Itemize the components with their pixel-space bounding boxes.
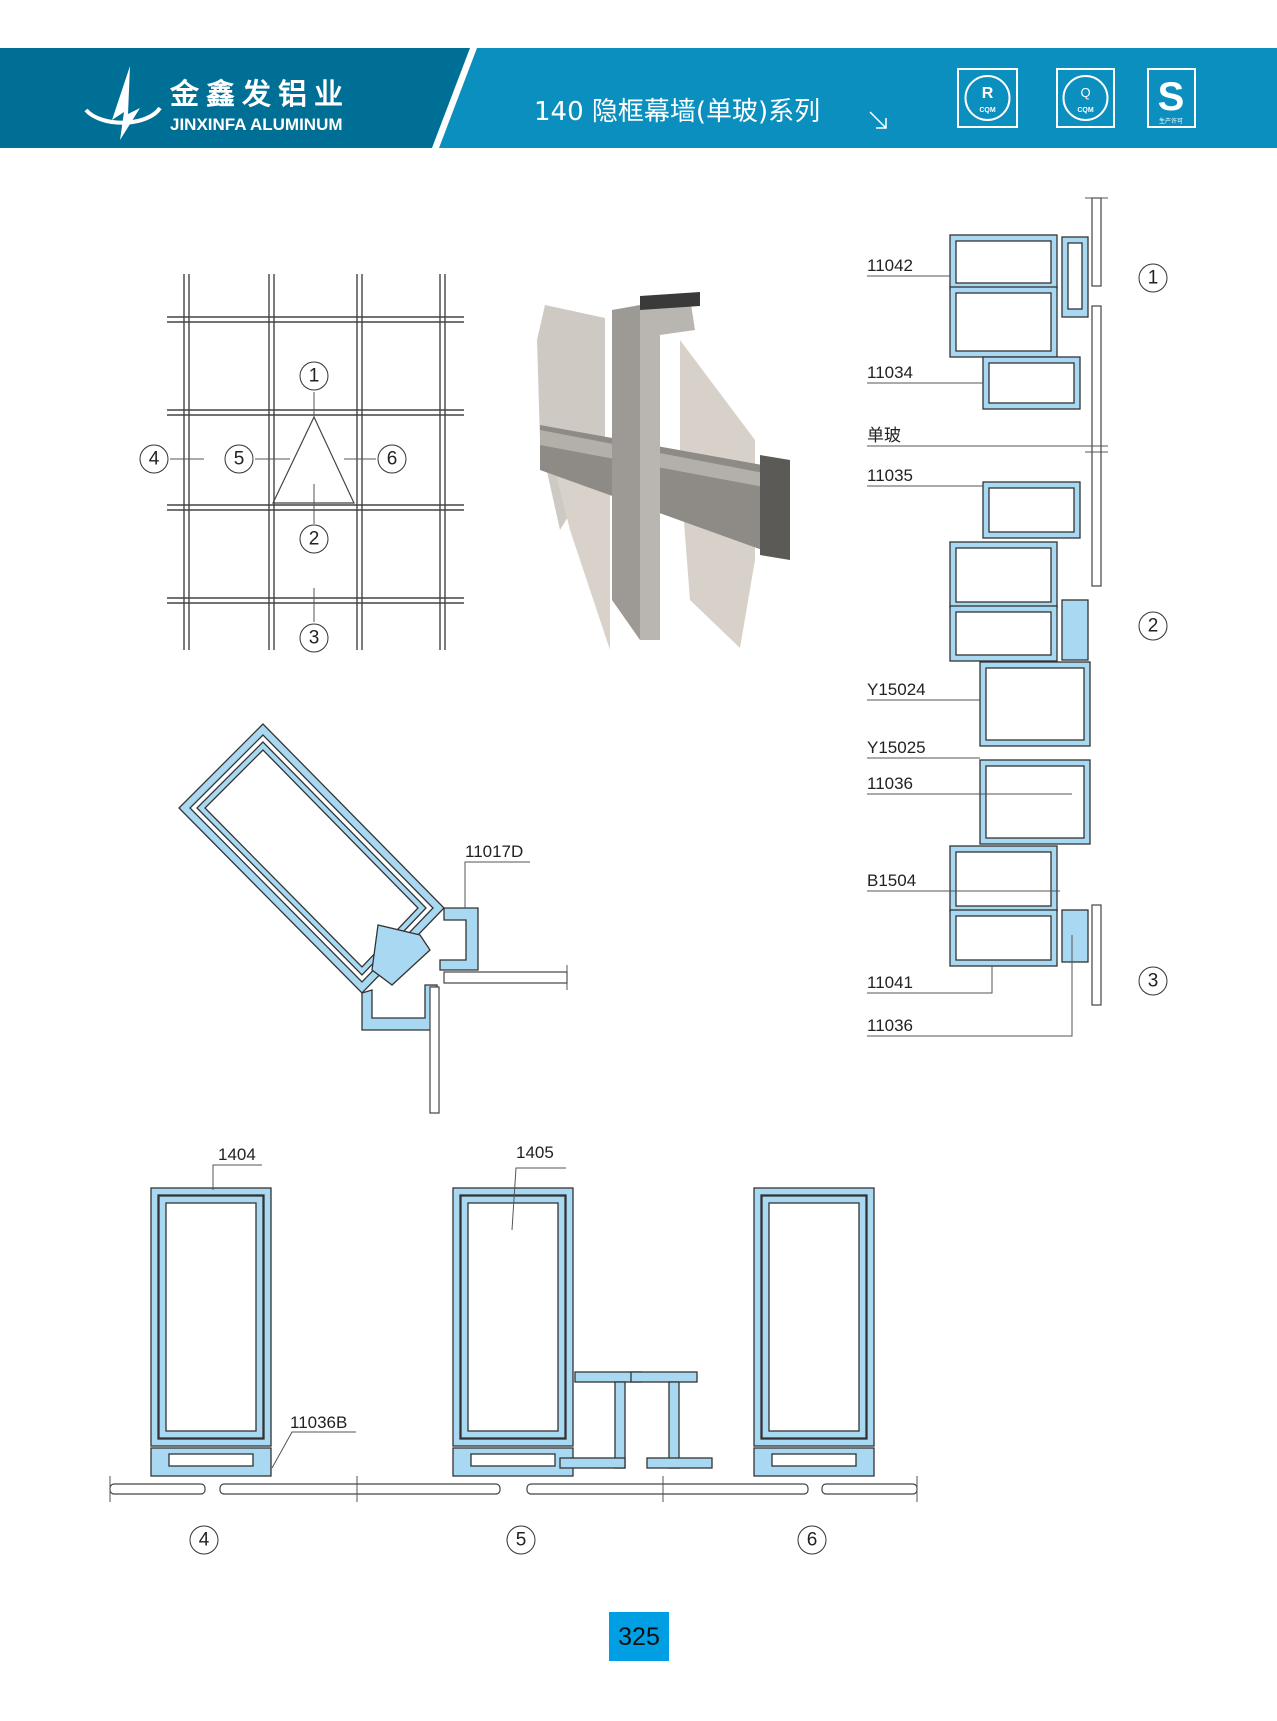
svg-text:4: 4 — [199, 1530, 210, 1551]
marker-1: 1 — [299, 361, 329, 391]
profile-1405-mirror-inner-cavity — [768, 1202, 860, 1432]
marker-3: 3 — [299, 623, 329, 653]
profile-11034-cavity — [988, 362, 1075, 404]
glass-pane — [821, 1483, 918, 1495]
qs-production-license-icon: S 生产许可 — [1147, 68, 1196, 128]
brand-name-en: JINXINFA ALUMINUM — [170, 115, 343, 134]
svg-text:2: 2 — [309, 529, 320, 550]
label-单玻: 单玻 — [867, 426, 901, 446]
glass-clip — [1061, 599, 1089, 661]
horizontal-section-profiles: 1404 1405 11036B — [109, 1143, 918, 1502]
svg-text:生产许可: 生产许可 — [1159, 117, 1183, 125]
profile-Y15025-cavity — [985, 765, 1085, 839]
marker-5: 5 — [224, 444, 254, 474]
label-11042: 11042 — [867, 256, 913, 275]
svg-text:3: 3 — [309, 628, 320, 649]
side-bracket-leg — [668, 1381, 680, 1469]
clip-cavity — [470, 1453, 556, 1467]
marker-5: 5 — [506, 1525, 536, 1555]
svg-text:1: 1 — [1148, 268, 1159, 289]
svg-text:4: 4 — [149, 449, 160, 470]
page-number: 325 — [618, 1623, 660, 1651]
vertical-section-profiles — [949, 197, 1108, 1006]
brand-name-cn: 金鑫发铝业 — [169, 77, 350, 111]
marker-6: 6 — [797, 1525, 827, 1555]
svg-text:CQM: CQM — [979, 107, 996, 114]
side-bracket — [630, 1371, 698, 1383]
clip-cavity — [168, 1453, 254, 1467]
svg-text:S: S — [1158, 75, 1185, 119]
marker-2: 2 — [299, 524, 329, 554]
diagonal-corner-section: 11017D — [178, 723, 568, 1114]
grid-markers: 1 2 3 4 5 6 — [139, 361, 407, 653]
svg-text:5: 5 — [516, 1530, 527, 1551]
label-11017D: 11017D — [465, 842, 523, 861]
svg-text:6: 6 — [807, 1530, 818, 1551]
page-number-badge: 325 — [609, 1612, 669, 1661]
svg-text:Q: Q — [1080, 85, 1090, 100]
label-11036: 11036 — [867, 774, 913, 793]
right-labels: 1104211034单玻11035Y15024Y1502511036B15041… — [867, 256, 1092, 1037]
svg-text:5: 5 — [234, 449, 245, 470]
svg-text:1: 1 — [309, 366, 320, 387]
label-1405: 1405 — [516, 1143, 554, 1162]
marker-1: 1 — [1138, 263, 1168, 293]
side-bracket-leg — [614, 1381, 626, 1469]
clip-cavity — [771, 1453, 857, 1467]
svg-text:2: 2 — [1148, 616, 1159, 637]
bottom-markers: 4 5 6 — [189, 1525, 827, 1555]
profile-1405-inner-cavity — [467, 1202, 559, 1432]
brand-logo-icon — [84, 66, 162, 143]
marker-4: 4 — [189, 1525, 219, 1555]
side-bracket-base — [646, 1457, 713, 1469]
glass-pane — [109, 1483, 206, 1495]
profile-B1504-upper-top-cavity — [955, 547, 1052, 603]
leader-line — [867, 966, 993, 994]
svg-text:CQM: CQM — [1077, 107, 1094, 114]
svg-text:R: R — [982, 85, 994, 102]
profile-11042-top-cavity — [955, 240, 1052, 284]
label-B1504: B1504 — [867, 871, 916, 890]
marker-2: 2 — [1138, 611, 1168, 641]
label-Y15024: Y15024 — [867, 680, 926, 699]
glass-clip — [1061, 909, 1089, 963]
label-11041: 11041 — [867, 973, 913, 992]
marker-3: 3 — [1138, 966, 1168, 996]
header-banner: 金鑫发铝业 JINXINFA ALUMINUM 140 隐框幕墙(单玻)系列 R… — [0, 48, 1277, 148]
svg-text:6: 6 — [387, 449, 398, 470]
marker-4: 4 — [139, 444, 169, 474]
profile-1404-inner-cavity — [165, 1202, 257, 1432]
right-markers: 1 2 3 — [1138, 263, 1168, 996]
profile-B1504-upper-cavity — [955, 611, 1052, 656]
profile-Y15024-cavity — [985, 667, 1085, 741]
label-11035: 11035 — [867, 466, 913, 485]
label-11036: 11036 — [867, 1016, 913, 1035]
profile-11041-cavity — [955, 915, 1052, 961]
glass-pane — [526, 1483, 809, 1495]
glass-pane — [219, 1483, 501, 1495]
cqm-r-cert-icon: R CQM — [957, 68, 1018, 128]
page-title: 140 隐框幕墙(单玻)系列 — [534, 97, 820, 127]
marker-6: 6 — [377, 444, 407, 474]
cqm-q-cert-icon: Q CQM — [1056, 68, 1115, 128]
svg-text:3: 3 — [1148, 971, 1159, 992]
curtain-wall-3d-render — [537, 292, 790, 650]
glass-clip-cavity — [1067, 242, 1083, 310]
label-Y15025: Y15025 — [867, 738, 926, 757]
profile-B1504-cavity — [955, 851, 1052, 907]
label-11034: 11034 — [867, 363, 913, 382]
side-bracket-base — [559, 1457, 626, 1469]
profile-11042-cavity — [955, 292, 1052, 352]
arrow-down-right-icon — [869, 111, 887, 129]
leader-line — [867, 935, 1073, 1037]
grid-elevation-diagram — [167, 274, 464, 650]
profile-11035-cavity — [988, 487, 1075, 533]
label-1404: 1404 — [218, 1145, 256, 1164]
label-11036B: 11036B — [290, 1413, 347, 1432]
